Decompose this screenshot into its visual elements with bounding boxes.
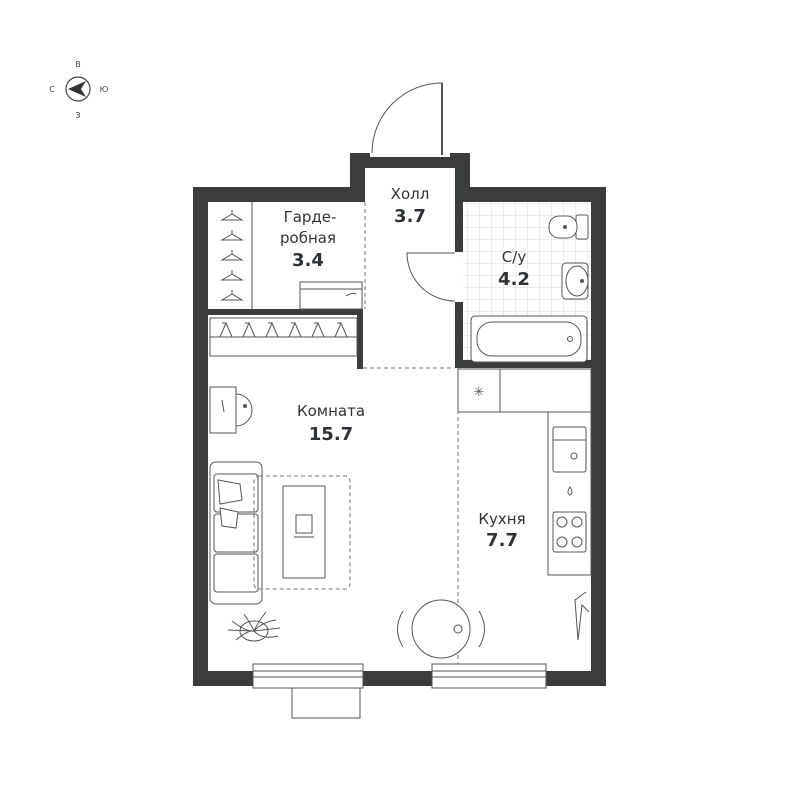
radiator (574, 591, 590, 641)
toilet (548, 214, 589, 240)
compass-south-label: Ю (100, 85, 109, 94)
bathroom-wall-bottom (455, 360, 591, 368)
desk-chair (235, 393, 253, 427)
balcony-door-step (291, 687, 361, 719)
bathroom-sink (561, 262, 589, 300)
sofa (209, 461, 263, 605)
room-label-hall: Холл 3.7 (391, 185, 430, 227)
room-name-kitchen: Кухня (478, 510, 525, 528)
kitchen-sink (552, 426, 587, 473)
plant (227, 611, 281, 642)
room-label-living: Комната 15.7 (297, 402, 365, 445)
burner-icon (571, 516, 583, 528)
wardrobe-hangers (220, 202, 253, 309)
compass-north-label: С (49, 85, 55, 94)
rug (253, 475, 351, 590)
hanger-icon (265, 321, 279, 338)
room-label-bathroom: С/у 4.2 (498, 248, 530, 290)
windows (252, 663, 547, 719)
hanger-icon (220, 230, 244, 241)
cushion (217, 479, 243, 505)
hanger-icon (220, 270, 244, 281)
burner-icon (571, 536, 583, 548)
compass: С В Ю З (49, 60, 108, 120)
window-kitchen (431, 663, 547, 689)
room-name-wardrobe-line1: Гарде- (284, 208, 337, 226)
room-name-wardrobe-line2: робная (280, 229, 336, 247)
entrance-door (370, 82, 450, 157)
room-area-kitchen: 7.7 (486, 530, 518, 551)
hanger-icon (311, 321, 325, 338)
kitchen-cabinet-top (499, 368, 592, 413)
laptop-icon (295, 514, 313, 534)
window-living (252, 663, 364, 689)
hanger-icon (220, 210, 244, 221)
wardrobe-washer (299, 281, 363, 310)
entrance-door-swing (371, 82, 443, 155)
room-area-bathroom: 4.2 (498, 269, 530, 290)
hanger-icon (220, 290, 244, 301)
snowflake-icon: ✳ (474, 385, 485, 400)
room-name-hall: Холл (391, 185, 430, 203)
hanger-icon (334, 321, 348, 338)
hanger-icon (288, 321, 302, 338)
hanger-icon (219, 321, 233, 338)
room-name-bathroom: С/у (502, 248, 527, 266)
compass-ring (65, 76, 91, 102)
hanger-rack (209, 317, 358, 357)
compass-east-label: В (75, 60, 81, 69)
room-area-living: 15.7 (309, 424, 353, 445)
compass-arrow-icon (68, 81, 86, 97)
water-drop-icon (567, 486, 573, 496)
wardrobe-wall-bottom (208, 309, 363, 315)
burner-icon (556, 536, 568, 548)
hanger-icon (220, 250, 244, 261)
bathroom-door (406, 252, 463, 302)
room-area-wardrobe: 3.4 (292, 250, 324, 271)
room-label-kitchen: Кухня 7.7 (478, 510, 525, 551)
compass-west-label: З (75, 111, 80, 120)
kitchen-counter (547, 411, 592, 576)
coffee-table (282, 485, 326, 579)
cushion (219, 507, 239, 529)
cooktop (552, 511, 587, 553)
room-area-hall: 3.7 (394, 206, 426, 227)
room-label-wardrobe: Гарде- робная 3.4 (280, 208, 336, 271)
dining-table (397, 599, 485, 659)
chair (478, 610, 485, 648)
hanger-icon (242, 321, 256, 338)
fridge: ✳ (457, 368, 501, 413)
rack-wall-right (357, 309, 363, 369)
room-name-living: Комната (297, 402, 365, 420)
burner-icon (556, 516, 568, 528)
desk (209, 386, 253, 434)
chair (397, 610, 404, 648)
bathtub (470, 315, 588, 363)
